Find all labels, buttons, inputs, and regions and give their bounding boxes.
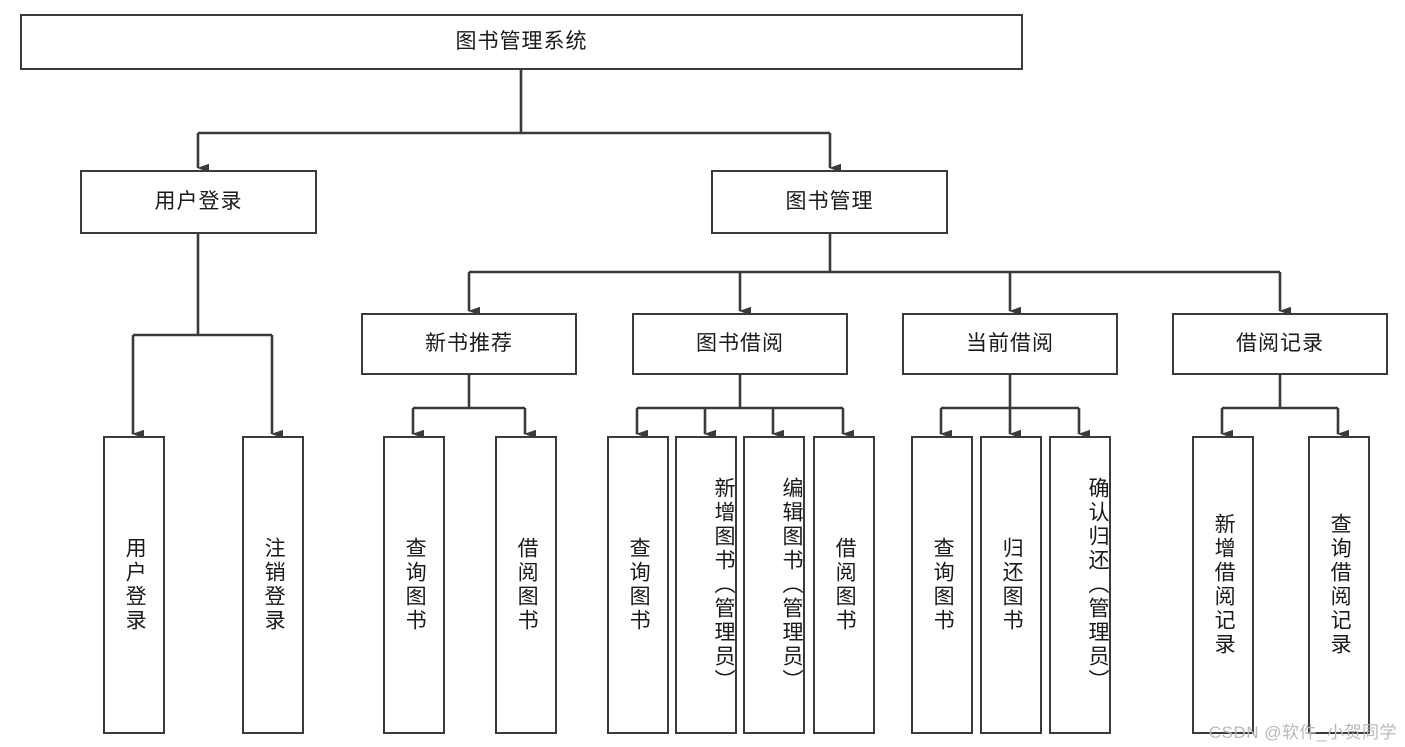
leaf-add-book[interactable]: 新增图书（管理员） xyxy=(675,436,737,734)
leaf-return-book[interactable]: 归还图书 xyxy=(980,436,1042,734)
leaf-query-book-current[interactable]: 查询图书 xyxy=(911,436,973,734)
node-root[interactable]: 图书管理系统 xyxy=(20,14,1023,70)
leaf-borrow-book[interactable]: 借阅图书 xyxy=(813,436,875,734)
node-borrow-record[interactable]: 借阅记录 xyxy=(1172,313,1388,375)
leaf-query-book-borrow[interactable]: 查询图书 xyxy=(607,436,669,734)
node-new-book-recommend[interactable]: 新书推荐 xyxy=(361,313,577,375)
leaf-user-login[interactable]: 用户登录 xyxy=(103,436,165,734)
leaf-logout-login[interactable]: 注销登录 xyxy=(242,436,304,734)
leaf-add-borrow-record[interactable]: 新增借阅记录 xyxy=(1192,436,1254,734)
csdn-watermark: CSDN @软件_小贺同学 xyxy=(1208,723,1397,742)
node-current-borrow[interactable]: 当前借阅 xyxy=(902,313,1118,375)
leaf-query-book-recommend[interactable]: 查询图书 xyxy=(383,436,445,734)
leaf-confirm-return[interactable]: 确认归还（管理员） xyxy=(1049,436,1111,734)
node-book-borrow[interactable]: 图书借阅 xyxy=(632,313,848,375)
leaf-edit-book[interactable]: 编辑图书（管理员） xyxy=(743,436,805,734)
node-user-login[interactable]: 用户登录 xyxy=(80,170,317,234)
node-book-manage[interactable]: 图书管理 xyxy=(711,170,948,234)
leaf-borrow-book-recommend[interactable]: 借阅图书 xyxy=(495,436,557,734)
leaf-query-borrow-record[interactable]: 查询借阅记录 xyxy=(1308,436,1370,734)
